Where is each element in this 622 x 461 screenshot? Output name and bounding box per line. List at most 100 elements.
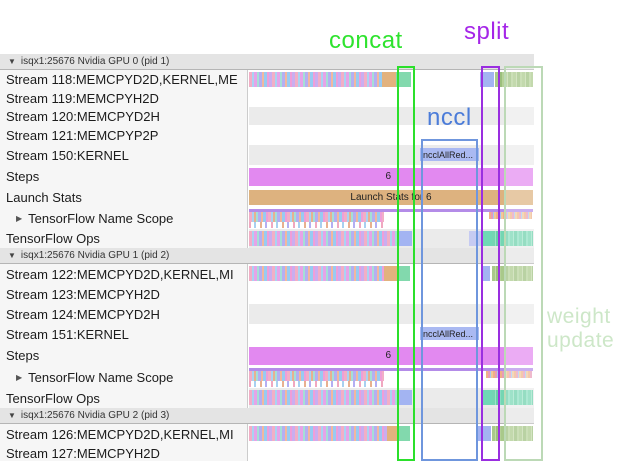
trace-row-stream-150: Stream 150:KERNEL ncclAllRed... [0, 145, 534, 165]
row-label-text: Launch Stats [6, 190, 82, 205]
weight-update-highlight-box [504, 66, 543, 461]
steps-value-label: 6 [385, 171, 391, 182]
row-label-text: Stream 127:MEMCPYH2D [6, 445, 160, 461]
collapse-triangle-icon[interactable]: ▼ [8, 57, 16, 66]
row-label-tf-name-scope-gpu0[interactable]: ▶ TensorFlow Name Scope [0, 207, 248, 229]
gpu-section-header-label: isqx1:25676 Nvidia GPU 1 (pid 2) [20, 250, 170, 261]
weight-update-line1: weight [547, 305, 611, 328]
trace-event-orange-stream-118[interactable] [382, 72, 396, 87]
row-label-text: Stream 120:MEMCPYD2H [6, 108, 160, 124]
timeline-track-stream-150: ncclAllRed... [249, 145, 534, 165]
trace-event-tstripes-tf-ops-gpu1 [492, 390, 533, 405]
trace-row-stream-151: Stream 151:KERNEL ncclAllRed... [0, 324, 534, 344]
row-label-text: TensorFlow Name Scope [28, 210, 174, 226]
timeline-track-tf-name-scope-gpu0 [249, 207, 534, 229]
trace-event-gstripes-stream-122 [492, 266, 533, 281]
row-label-stream-119: Stream 119:MEMCPYH2D [0, 89, 248, 107]
trace-event-green-stream-126[interactable] [397, 426, 410, 441]
trace-event-lavender-tf-ops-gpu0[interactable] [469, 231, 481, 246]
row-label-text: Stream 122:MEMCPYD2D,KERNEL,MI [6, 266, 234, 282]
row-label-text: TensorFlow Ops [6, 390, 100, 406]
trace-event-ncclbar-stream-151[interactable]: ncclAllRed... [420, 327, 479, 340]
gpu-section-header-label: isqx1:25676 Nvidia GPU 2 (pid 3) [20, 410, 170, 421]
trace-event-magenta-steps-gpu1[interactable]: 6 [249, 347, 533, 365]
timeline-track-stream-118 [249, 70, 534, 89]
row-label-stream-118: Stream 118:MEMCPYD2D,KERNEL,ME [0, 70, 248, 89]
trace-event-nsragged-tf-name-scope-gpu0 [249, 222, 384, 228]
timeline-track-stream-126 [249, 424, 534, 445]
trace-event-orange-stream-122[interactable] [384, 266, 397, 281]
trace-event-green-stream-118[interactable] [396, 72, 411, 87]
annotation-split-label: split [464, 18, 510, 45]
row-label-stream-150: Stream 150:KERNEL [0, 145, 248, 165]
trace-row-stream-126: Stream 126:MEMCPYD2D,KERNEL,MI [0, 424, 534, 445]
trace-event-dense-stream-126 [249, 426, 387, 441]
timeline-track-stream-119 [249, 89, 534, 107]
row-label-text: Steps [6, 347, 40, 363]
timeline-track-tf-ops-gpu1 [249, 388, 534, 408]
trace-event-teal-tf-ops-gpu1[interactable] [481, 390, 492, 405]
nccl-highlight-box [421, 139, 478, 461]
trace-event-green-stream-122[interactable] [397, 266, 410, 281]
trace-row-stream-119: Stream 119:MEMCPYH2D [0, 89, 534, 107]
gpu-section-header-0[interactable]: ▼ isqx1:25676 Nvidia GPU 0 (pid 1) [0, 54, 534, 70]
timeline-track-stream-127 [249, 445, 534, 461]
row-label-stream-124: Stream 124:MEMCPYD2H [0, 304, 248, 324]
trace-event-blue-tf-ops-gpu0[interactable] [399, 231, 412, 246]
collapse-triangle-icon[interactable]: ▼ [8, 411, 16, 420]
trace-event-nscluster-tf-name-scope-gpu0 [489, 212, 532, 219]
row-label-text: Stream 151:KERNEL [6, 326, 129, 342]
gpu-section-header-1[interactable]: ▼ isqx1:25676 Nvidia GPU 1 (pid 2) [0, 248, 534, 264]
row-label-text: TensorFlow Name Scope [28, 369, 174, 385]
row-label-text: Stream 121:MEMCPYP2P [6, 127, 159, 143]
trace-row-stream-118: Stream 118:MEMCPYD2D,KERNEL,ME [0, 70, 534, 89]
timeline-track-tf-name-scope-gpu1 [249, 366, 534, 388]
trace-row-launch-stats: Launch Stats Launch Stats for 6 [0, 188, 534, 207]
timeline-track-stream-151: ncclAllRed... [249, 324, 534, 344]
row-label-stream-151: Stream 151:KERNEL [0, 324, 248, 344]
expand-triangle-icon[interactable]: ▶ [16, 372, 23, 382]
trace-row-steps-gpu0: Steps 6 [0, 165, 534, 188]
trace-event-blue-stream-122[interactable] [481, 266, 490, 281]
row-label-stream-121: Stream 121:MEMCPYP2P [0, 125, 248, 145]
row-label-text: TensorFlow Ops [6, 231, 100, 246]
trace-event-blue-stream-126[interactable] [477, 426, 491, 441]
trace-event-blue-tf-ops-gpu1[interactable] [400, 390, 412, 405]
split-highlight-box [481, 66, 500, 461]
row-label-stream-122: Stream 122:MEMCPYD2D,KERNEL,MI [0, 264, 248, 284]
trace-event-ncclbar-stream-150[interactable]: ncclAllRed... [420, 148, 479, 161]
row-label-tf-name-scope-gpu1[interactable]: ▶ TensorFlow Name Scope [0, 366, 248, 388]
trace-event-blue-stream-118[interactable] [480, 72, 494, 87]
row-label-stream-127: Stream 127:MEMCPYH2D [0, 445, 248, 461]
row-label-stream-126: Stream 126:MEMCPYD2D,KERNEL,MI [0, 424, 248, 445]
weight-update-line2: update [547, 329, 615, 352]
gpu-section-header-2[interactable]: ▼ isqx1:25676 Nvidia GPU 2 (pid 3) [0, 408, 534, 424]
row-label-tf-ops-gpu1: TensorFlow Ops [0, 388, 248, 408]
trace-row-stream-124: Stream 124:MEMCPYD2H [0, 304, 534, 324]
trace-row-stream-120: Stream 120:MEMCPYD2H [0, 107, 534, 125]
timeline-track-launch-stats: Launch Stats for 6 [249, 188, 534, 207]
steps-value-label: 6 [385, 350, 391, 361]
expand-triangle-icon[interactable]: ▶ [16, 213, 23, 223]
trace-event-teal-tf-ops-gpu0[interactable] [481, 231, 492, 246]
trace-row-tf-ops-gpu0: TensorFlow Ops [0, 229, 534, 248]
row-label-text: Stream 126:MEMCPYD2D,KERNEL,MI [6, 427, 234, 442]
trace-row-steps-gpu1: Steps 6 [0, 344, 534, 366]
row-label-text: Stream 123:MEMCPYH2D [6, 286, 160, 302]
trace-event-tan-launch-stats[interactable]: Launch Stats for 6 [249, 190, 533, 205]
trace-row-stream-127: Stream 127:MEMCPYH2D [0, 445, 534, 461]
trace-event-dense-stream-122 [249, 266, 384, 281]
trace-event-nsdense-tf-name-scope-gpu1 [249, 371, 384, 381]
row-label-steps-gpu0: Steps [0, 165, 248, 188]
collapse-triangle-icon[interactable]: ▼ [8, 251, 16, 260]
trace-event-magenta-steps-gpu0[interactable]: 6 [249, 168, 533, 186]
row-label-stream-120: Stream 120:MEMCPYD2H [0, 107, 248, 125]
trace-event-dense-tf-ops-gpu1 [249, 390, 400, 405]
trace-event-dense-stream-118 [249, 72, 382, 87]
gpu-section-header-label: isqx1:25676 Nvidia GPU 0 (pid 1) [20, 56, 170, 67]
trace-event-nsdense-tf-name-scope-gpu0 [249, 212, 384, 222]
timeline-track-steps-gpu1: 6 [249, 344, 534, 366]
trace-row-tf-name-scope-gpu0: ▶ TensorFlow Name Scope [0, 207, 534, 229]
trace-event-orange-stream-126[interactable] [387, 426, 397, 441]
